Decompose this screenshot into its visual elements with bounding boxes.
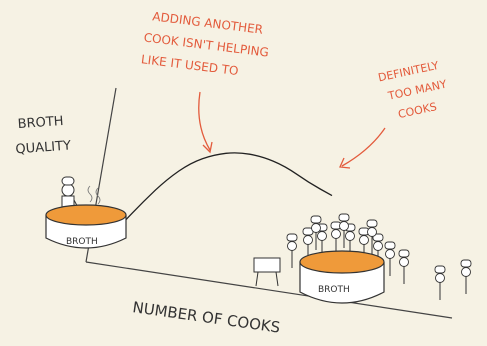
stove [253,257,281,287]
cook-head [331,229,341,239]
cook-head [435,273,445,283]
cook-head [61,183,75,197]
cook-head [317,231,327,241]
cook-head [373,241,383,251]
cook-head [359,235,369,245]
x-axis [85,261,453,319]
cook-figure [398,249,410,284]
cook-hat [286,233,298,242]
cook-hat [434,265,446,274]
cook-figure [460,259,472,294]
annotation-1-arrowhead [202,141,213,154]
cook-hat [398,249,410,258]
pot-label-right: BROTH [318,285,350,295]
annotation-2-line-2: TOO MANY [386,78,448,103]
stove-leg [255,271,259,287]
cook-head [311,223,321,233]
y-axis-label-line-1: BROTH [17,114,64,132]
pot-broth [45,204,127,226]
cook-head [385,249,395,259]
cook-hat [310,215,322,224]
series-points [120,152,332,226]
cook-head [287,241,297,251]
steam-icon [87,185,101,205]
cook-head [367,227,377,237]
single-cook-pot-illustration: BROTH [45,176,127,249]
cook-figure [366,219,378,254]
series-line [119,152,333,227]
annotation-2-line-3: COOKS [397,100,438,121]
cook-hat [61,176,75,186]
cook-head [345,231,355,241]
annotation-2: DEFINITELY TOO MANY COOKS [377,59,448,121]
cook-figure [286,233,298,268]
y-axis-label: BROTH QUALITY [15,114,72,158]
cook-figure [302,227,314,262]
cook-head [461,267,471,277]
cook-figure [338,213,350,248]
pot-label-left: BROTH [66,237,98,247]
cook-hat [366,219,378,228]
cook-head [339,221,349,231]
cook-figure [358,227,370,262]
cook-hat [384,241,396,250]
stove-leg [275,271,279,287]
many-cooks-pot-illustration: BROTH [253,213,472,304]
cook-figure [310,215,322,250]
cook-head [303,235,313,245]
cook-hat [372,233,384,242]
x-axis-label: NUMBER OF COOKS [131,298,281,337]
pot-body-right [299,262,385,304]
cook-hat [338,213,350,222]
cook-head [399,257,409,267]
annotation-1-arrow [198,91,211,151]
cook-figure [434,265,446,300]
cook-figure [384,241,396,276]
annotation-1: ADDING ANOTHER COOK ISN'T HELPING LIKE I… [140,9,269,78]
stove-top [253,257,281,273]
cook-hat [460,259,472,268]
annotation-2-arrowhead [339,157,351,169]
y-axis-label-line-2: QUALITY [15,139,72,158]
annotation-1-line-3: LIKE IT USED TO [140,52,239,78]
annotation-2-arrow [341,127,386,167]
pot-broth-right [299,250,385,274]
